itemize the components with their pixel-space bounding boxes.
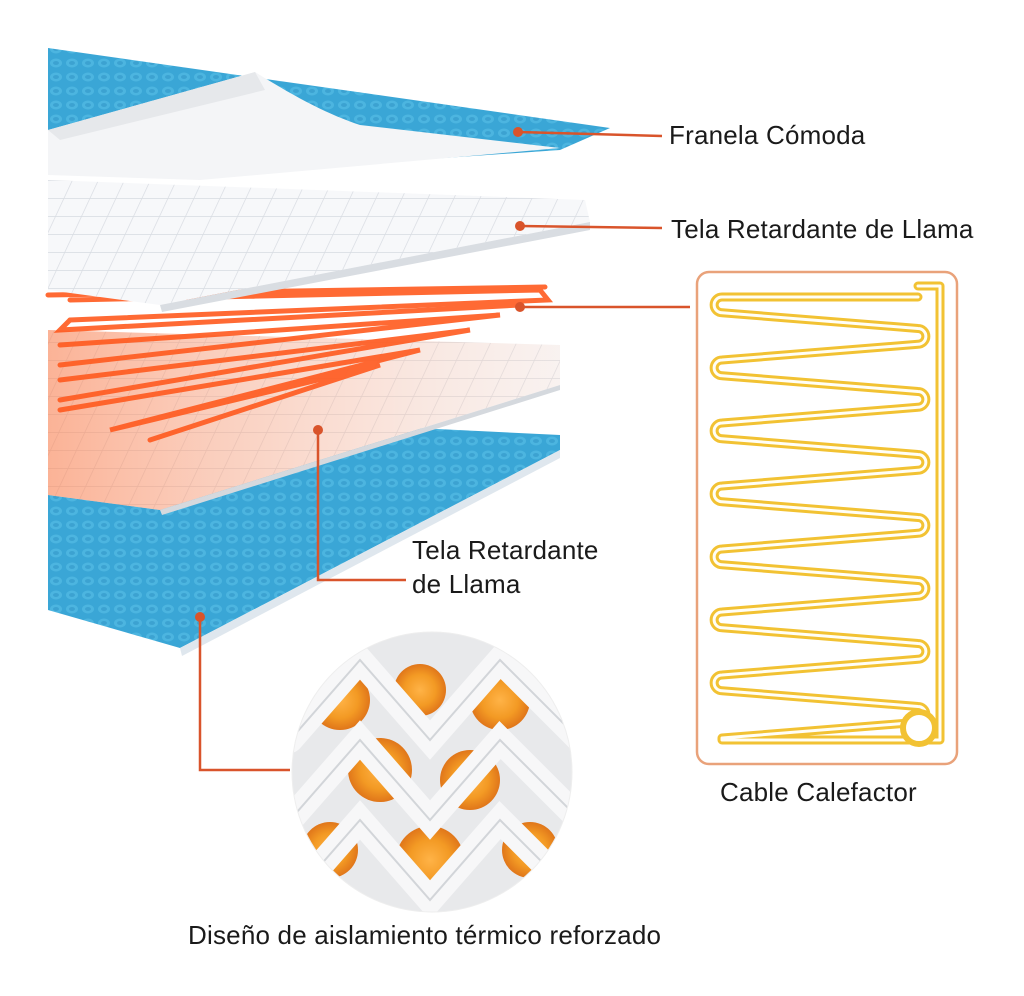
- leader-lines: [198, 130, 690, 772]
- cable-path: [712, 284, 942, 742]
- label-tela-retardante-bottom: Tela Retardante de Llama: [412, 535, 599, 599]
- label-tela-retardante-top: Tela Retardante de Llama: [671, 214, 974, 244]
- upper-fabric-layer: [48, 180, 590, 312]
- heating-cable-panel: [695, 270, 959, 766]
- label-cable-calefactor: Cable Calefactor: [720, 777, 917, 807]
- cable-connector-icon: [900, 709, 938, 747]
- insulation-closeup: [292, 632, 572, 912]
- serpentine-inner: [712, 284, 942, 742]
- label-diseno-aislamiento: Diseño de aislamiento térmico reforzado: [188, 920, 662, 950]
- leader-dots: [195, 127, 525, 622]
- lower-fabric-layer: [48, 330, 560, 515]
- top-flannel-layer: [48, 48, 610, 180]
- label-franela-comoda: Franela Cómoda: [669, 120, 866, 150]
